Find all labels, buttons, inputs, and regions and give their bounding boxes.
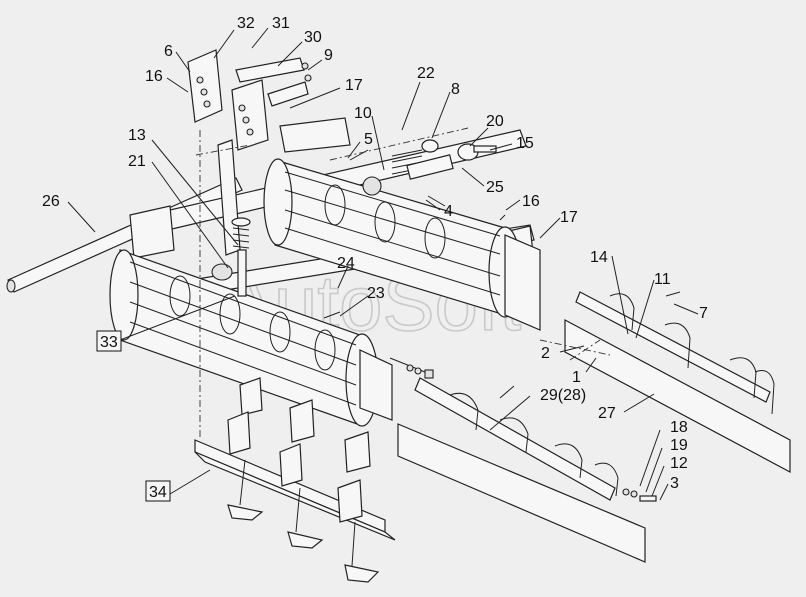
callout-26: 26 [42, 193, 60, 210]
leader-lines [67, 27, 699, 501]
roller-upper [263, 158, 541, 331]
callout-27: 27 [598, 405, 616, 422]
callout-30: 30 [304, 29, 322, 46]
callout-21: 21 [128, 153, 146, 170]
callout-29: 29(28) [540, 387, 586, 404]
callout-18: 18 [670, 419, 688, 436]
callout-22: 22 [417, 65, 435, 82]
callout-17-right: 17 [560, 209, 578, 226]
callout-10: 10 [354, 105, 372, 122]
callout-2: 2 [541, 345, 550, 362]
harrow-bar-27 [564, 291, 791, 473]
spring-assembly-13 [211, 217, 251, 297]
roller-lower-33 [109, 249, 393, 427]
callout-25: 25 [486, 179, 504, 196]
callout-12: 12 [670, 455, 688, 472]
callout-14: 14 [590, 249, 608, 266]
callout-31: 31 [272, 15, 290, 32]
callout-5: 5 [364, 131, 373, 148]
callout-32: 32 [237, 15, 255, 32]
hardware-bolts [323, 149, 681, 502]
callout-17-top: 17 [345, 77, 363, 94]
callout-34: 34 [149, 484, 167, 501]
callout-24: 24 [337, 255, 355, 272]
callouts: 32 31 30 6 9 16 17 22 8 10 20 13 5 15 21… [42, 15, 708, 502]
callout-16-right: 16 [522, 193, 540, 210]
spring-assembly-22 [362, 139, 497, 196]
centre-lines [195, 127, 611, 440]
callout-1: 1 [572, 369, 581, 386]
callout-8: 8 [451, 81, 460, 98]
callout-13: 13 [128, 127, 146, 144]
callout-33-box [96, 330, 122, 352]
callout-15: 15 [516, 135, 534, 152]
callout-33: 33 [100, 334, 118, 351]
callout-6: 6 [164, 43, 173, 60]
callout-9: 9 [324, 47, 333, 64]
linkage-plates [187, 49, 312, 151]
callout-16-top: 16 [145, 68, 163, 85]
callout-23: 23 [367, 285, 385, 302]
tine-frame-34 [194, 377, 396, 583]
callout-7: 7 [699, 305, 708, 322]
harrow-bar-29 [397, 377, 646, 563]
callout-11: 11 [654, 271, 671, 288]
callout-34-box [145, 480, 171, 502]
callout-19: 19 [670, 437, 688, 454]
callout-20: 20 [486, 113, 504, 130]
callout-4: 4 [444, 203, 453, 220]
callout-3: 3 [670, 475, 679, 492]
